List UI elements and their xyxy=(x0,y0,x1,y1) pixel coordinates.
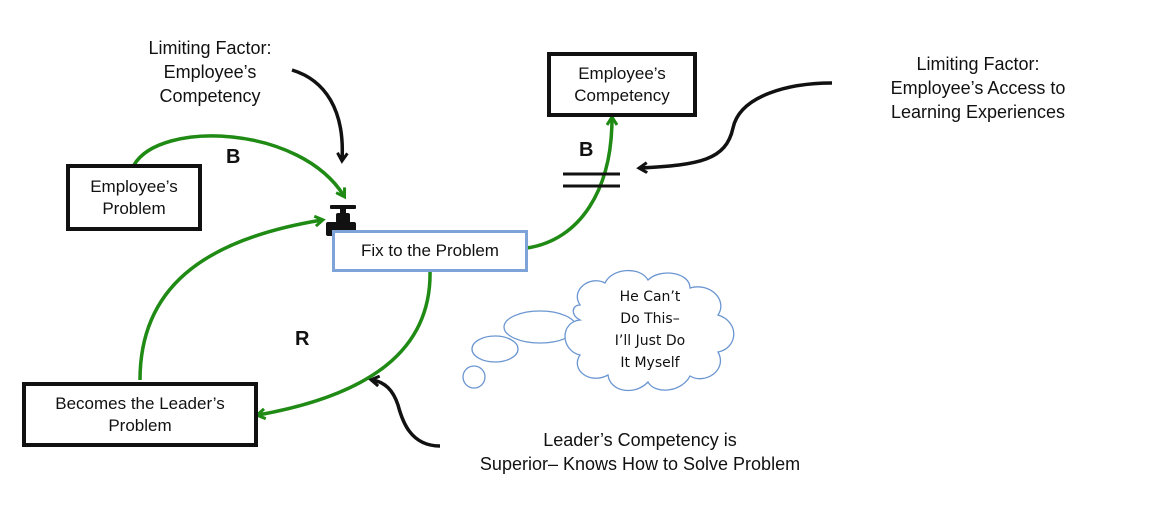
link-leader-problem-to-fix xyxy=(138,220,322,381)
stock-leaders-problem: Becomes the Leader’s Problem xyxy=(22,382,258,447)
annotation-limit-learning-access: Limiting Factor: Employee’s Access to Le… xyxy=(890,54,1066,122)
stock-employees-problem-label: Employee’s Problem xyxy=(90,176,178,218)
thought-bubble-text: He Can’t Do This– I’ll Just Do It Myself xyxy=(614,289,686,371)
annotation-leader-competency: Leader’s Competency is Superior– Knows H… xyxy=(479,430,801,474)
arrow-leader-competency xyxy=(372,380,441,448)
annotation-limit-employee-competency: Limiting Factor: Employee’s Competency xyxy=(148,38,272,106)
arrow-limit-employee-competency xyxy=(291,68,342,160)
stock-leaders-problem-label: Becomes the Leader’s Problem xyxy=(55,393,225,435)
loop-label-balancing-right: B xyxy=(579,139,594,161)
stock-employees-competency: Employee’s Competency xyxy=(547,52,697,117)
flow-fix-to-problem-label: Fix to the Problem xyxy=(361,241,499,260)
loop-label-reinforcing: R xyxy=(295,328,310,350)
link-problem-to-fix xyxy=(132,134,344,196)
thought-bubble-shape xyxy=(462,269,735,392)
loop-label-balancing-top: B xyxy=(226,146,241,168)
stock-employees-competency-label: Employee’s Competency xyxy=(574,63,670,105)
flow-fix-to-problem: Fix to the Problem xyxy=(332,230,528,272)
link-fix-to-competency xyxy=(526,118,612,250)
arrow-limit-learning-access xyxy=(640,81,833,168)
delay-marker xyxy=(563,172,620,188)
link-fix-to-leader-problem xyxy=(258,269,432,415)
stock-employees-problem: Employee’s Problem xyxy=(66,164,202,231)
